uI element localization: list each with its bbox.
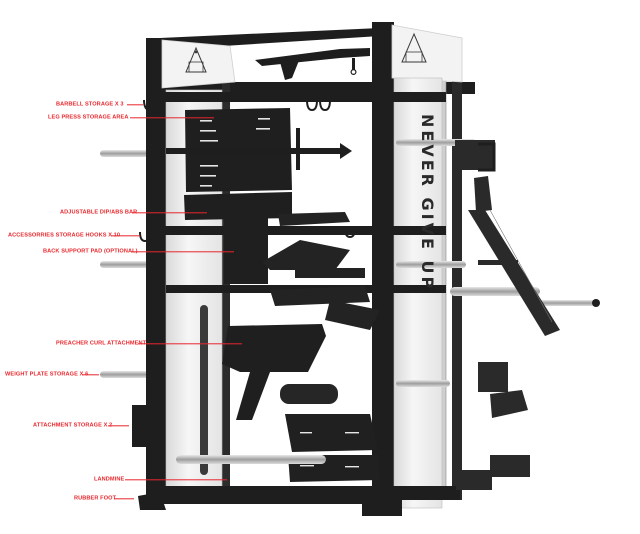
leader-line-leg-press-storage <box>130 117 214 119</box>
leader-line-landmine <box>125 479 227 481</box>
brand-logo-left <box>185 46 207 73</box>
leader-line-weight-plate-storage <box>82 374 99 376</box>
leader-line-rubber-foot <box>114 498 134 500</box>
leader-line-dip-abs-bar <box>132 212 207 214</box>
callout-leg-press-storage: LEG PRESS STORAGE AREA <box>48 114 129 121</box>
cable-tower <box>455 140 560 490</box>
brand-logo-right <box>401 32 427 63</box>
leader-line-preacher-curl <box>138 343 242 345</box>
leg-roller-pad <box>280 384 338 404</box>
base-frame <box>138 492 402 516</box>
lower-plate-storage <box>285 414 380 482</box>
storage-hooks <box>139 99 356 243</box>
callout-landmine: LANDMINE <box>94 476 125 483</box>
callout-attachment-storage: ATTACHMENT STORAGE X 2 <box>33 422 113 429</box>
callout-preacher-curl: PREACHER CURL ATTACHMENT <box>56 340 147 347</box>
preacher-curl-pad <box>222 324 326 420</box>
plate-horn-collars <box>146 146 160 382</box>
left-shield-panel <box>161 39 236 89</box>
callout-rubber-foot: RUBBER FOOT <box>74 495 117 502</box>
olympic-bars <box>100 139 600 464</box>
callout-back-support-pad: BACK SUPPORT PAD (OPTIONAL) <box>43 248 138 255</box>
right-shield-panel <box>391 24 463 83</box>
leader-line-back-support-pad <box>131 251 234 253</box>
dip-bar <box>166 128 352 170</box>
callout-accessory-hooks: ACCESSORRIES STORAGE HOOKS X 10 <box>8 232 121 239</box>
attachment-storage-bracket <box>132 405 148 447</box>
leader-line-barbell-storage <box>127 104 143 106</box>
leader-line-attachment-storage <box>108 425 129 427</box>
callout-barbell-storage: BARBELL STORAGE X 3 <box>56 101 124 108</box>
callout-dip-abs-bar: ADJUSTABLE DIP/ABS BAR <box>60 209 138 216</box>
seat-assembly <box>262 212 380 330</box>
leader-line-accessory-hooks <box>111 235 140 237</box>
upright-motto-text: NEVER GIVE UP <box>418 114 437 292</box>
back-support-pad <box>200 194 268 284</box>
callout-weight-plate-storage: WEIGHT PLATE STORAGE X 6 <box>5 371 89 378</box>
